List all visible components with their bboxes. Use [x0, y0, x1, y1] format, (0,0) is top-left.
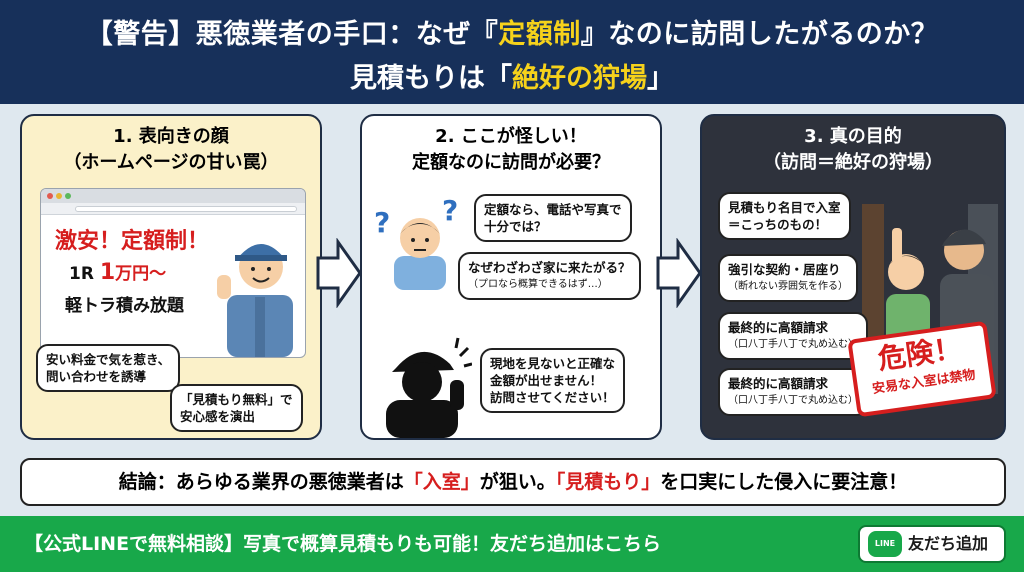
browser-window: 激安！定額制！ 1R 1万円〜 軽トラ積み放題 — [40, 188, 306, 358]
ad-tagline: 軽トラ積み放題 — [65, 296, 184, 316]
speech-bubble-phone-photo: 定額なら、電話や写真で 十分では？ — [474, 194, 632, 242]
speech-bubble-why-visit: なぜわざわざ家に来たがる？ （プロなら概算できるはず…） — [458, 252, 641, 300]
panel-suspicious: 2. ここが怪しい！ 定額なのに訪問が必要？ ? ? 定額なら、電話や写真で 十… — [360, 114, 662, 440]
panel-public-face: 1. 表向きの顔 （ホームページの甘い罠） 激安！定額制！ 1R 1万円〜 軽ト… — [20, 114, 322, 440]
arrow-right-icon — [656, 238, 702, 308]
title-highlight: 定額制 — [498, 19, 581, 50]
speech-bubble-free-estimate: 「見積もり無料」で 安心感を演出 — [170, 384, 303, 432]
cta-banner: 【公式LINEで無料相談】写真で概算見積もりも可能！友だち追加はこちら LINE… — [0, 516, 1024, 572]
conclusion-box: 結論：あらゆる業界の悪徳業者は「入室」が狙い。「見積もり」を口実にした侵入に要注… — [20, 458, 1006, 506]
panel-true-purpose: 3. 真の目的 （訪問＝絶好の狩場） 見積もり名目で入室 ＝こっちのもの！ 強引… — [700, 114, 1006, 440]
subtitle-highlight: 絶好の狩場 — [512, 63, 647, 94]
question-mark-icon: ? — [442, 194, 458, 227]
add-friend-label: 友だち追加 — [908, 534, 989, 553]
speech-bubble-entered: 見積もり名目で入室 ＝こっちのもの！ — [718, 192, 851, 240]
ad-price: 1R 1万円〜 — [69, 260, 167, 285]
line-icon: LINE — [868, 531, 902, 557]
browser-address-bar — [41, 203, 305, 215]
worker-illustration — [217, 244, 293, 357]
add-friend-button[interactable]: LINE 友だち追加 — [858, 525, 1006, 563]
page-subtitle: 見積もりは「絶好の狩場」 — [350, 63, 674, 94]
shadowy-salesman-illustration — [386, 337, 472, 438]
ad-headline: 激安！定額制！ — [55, 229, 210, 254]
page-title: 【警告】悪徳業者の手口：なぜ『定額制』なのに訪問したがるのか？ — [85, 19, 939, 50]
speech-bubble-high-charge: 最終的に高額請求 （口八丁手八丁で丸め込む） — [718, 312, 868, 360]
header-banner: 【警告】悪徳業者の手口：なぜ『定額制』なのに訪問したがるのか？ 見積もりは「絶好… — [0, 0, 1024, 104]
speech-bubble-forced-contract: 強引な契約・居座り （断れない雰囲気を作る） — [718, 254, 858, 302]
cta-text: 【公式LINEで無料相談】写真で概算見積もりも可能！友だち追加はこちら — [24, 533, 662, 555]
speech-bubble-must-visit: 現地を見ないと正確な 金額が出せません！ 訪問させてください！ — [480, 348, 626, 413]
panel1-title: 1. 表向きの顔 （ホームページの甘い罠） — [63, 126, 279, 173]
question-mark-icon: ? — [374, 206, 390, 239]
panel3-title: 3. 真の目的 （訪問＝絶好の狩場） — [763, 126, 943, 173]
speech-bubble-high-charge-2: 最終的に高額請求 （口八丁手八丁で丸め込む） — [718, 368, 868, 416]
arrow-right-icon — [316, 238, 362, 308]
browser-titlebar — [41, 189, 305, 203]
confused-person-illustration: ? ? — [374, 194, 458, 290]
panel2-title: 2. ここが怪しい！ 定額なのに訪問が必要？ — [412, 126, 610, 173]
speech-bubble-lure: 安い料金で気を惹き、 問い合わせを誘導 — [36, 344, 181, 392]
